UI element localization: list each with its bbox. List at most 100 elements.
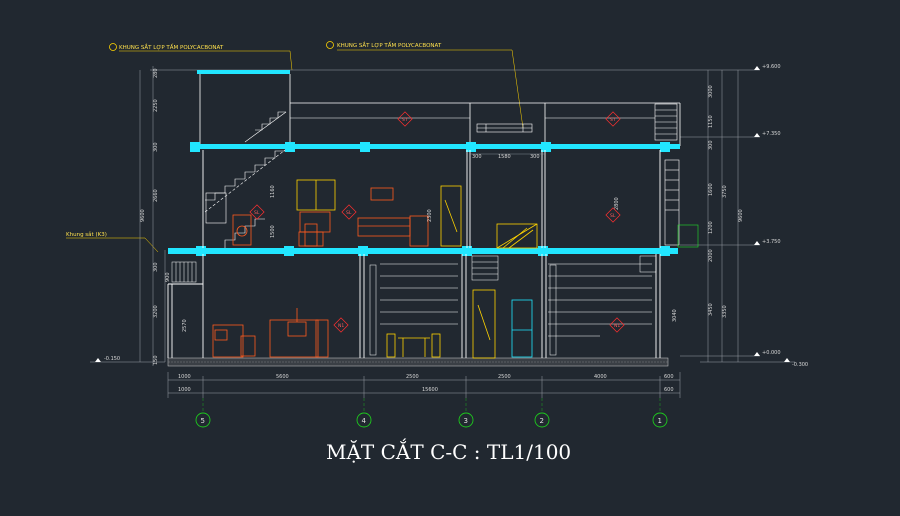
svg-text:4000: 4000 xyxy=(594,374,607,380)
tag-n1-a xyxy=(333,317,349,333)
room-tag-labels: ST ST SL SL SL N1 N1 xyxy=(254,117,620,329)
svg-text:1: 1 xyxy=(658,417,662,425)
ground-dining xyxy=(386,289,533,359)
svg-text:300: 300 xyxy=(472,154,482,160)
tag-sl-c xyxy=(605,207,621,223)
skylight xyxy=(470,123,545,155)
svg-text:3750: 3750 xyxy=(722,185,728,198)
axis-3 xyxy=(458,412,474,428)
bottom-dims: 1000 5600 2500 2500 4000 600 15600 1000 … xyxy=(178,374,674,393)
tag-st-left xyxy=(397,111,413,127)
svg-text:ST: ST xyxy=(610,117,616,123)
axis-4 xyxy=(356,412,372,428)
ground-shelving xyxy=(171,255,657,356)
svg-text:300: 300 xyxy=(153,262,159,272)
svg-text:280: 280 xyxy=(153,68,159,78)
axis-labels: 5 4 3 2 1 xyxy=(201,417,662,425)
svg-text:2570: 2570 xyxy=(182,319,188,332)
svg-text:150: 150 xyxy=(153,355,159,365)
svg-text:2: 2 xyxy=(540,417,544,425)
tag-n1-b xyxy=(609,317,625,333)
callout-roof-left: KHUNG SẮT LỢP TẤM POLYCACBONAT xyxy=(109,43,293,71)
svg-text:600: 600 xyxy=(664,374,674,380)
svg-text:3450: 3450 xyxy=(708,303,714,316)
svg-text:N1: N1 xyxy=(614,323,620,329)
bottom-dim-lines xyxy=(167,372,681,398)
svg-text:3200: 3200 xyxy=(153,305,159,318)
svg-text:2800: 2800 xyxy=(614,197,620,210)
left-total: 9600 xyxy=(140,209,146,222)
svg-text:1500: 1500 xyxy=(270,225,276,238)
tag-sl-b xyxy=(341,204,357,220)
axis-1 xyxy=(652,412,668,428)
svg-text:5: 5 xyxy=(201,417,205,425)
axis-bubbles xyxy=(195,412,668,428)
left-dims: 280 2250 300 2660 300 3200 150 9600 900 … xyxy=(140,68,188,365)
svg-text:4: 4 xyxy=(362,417,367,425)
axis-lines xyxy=(202,398,661,412)
svg-text:1200: 1200 xyxy=(708,221,714,234)
svg-text:2000: 2000 xyxy=(708,249,714,262)
svg-text:3: 3 xyxy=(464,417,468,425)
svg-text:1000: 1000 xyxy=(178,374,191,380)
note-frame: Khung sắt (K3) xyxy=(66,231,107,238)
level-markers xyxy=(95,66,790,362)
slabs xyxy=(168,142,680,256)
svg-text:SL: SL xyxy=(254,210,260,216)
svg-text:1580: 1580 xyxy=(498,154,511,160)
right-total: 9600 xyxy=(738,209,744,222)
walls xyxy=(167,150,661,358)
total-width: 15600 xyxy=(422,387,438,393)
svg-text:N1: N1 xyxy=(338,323,344,329)
svg-text:1150: 1150 xyxy=(708,115,714,128)
level-ground: +0.000 xyxy=(762,350,781,356)
right-dims: 3000 1150 300 1600 1200 2000 3450 9600 3… xyxy=(708,85,744,318)
svg-text:2300: 2300 xyxy=(427,209,433,222)
level-roof: +7.350 xyxy=(762,131,781,137)
tag-st-right xyxy=(605,111,621,127)
svg-text:300: 300 xyxy=(530,154,540,160)
roof-tower xyxy=(197,70,681,146)
tag-sl-a xyxy=(249,204,265,220)
level-floor2: +3.750 xyxy=(762,239,781,245)
svg-text:1160: 1160 xyxy=(270,185,276,198)
ground-strip xyxy=(167,357,669,367)
svg-text:1000: 1000 xyxy=(178,387,191,393)
ground-furniture xyxy=(212,308,329,358)
svg-text:2660: 2660 xyxy=(153,189,159,202)
upper-doors xyxy=(440,185,538,249)
svg-text:1600: 1600 xyxy=(708,183,714,196)
left-dim-chain xyxy=(139,66,166,366)
level-top: +9.600 xyxy=(762,64,781,70)
svg-text:3350: 3350 xyxy=(722,305,728,318)
right-stair xyxy=(654,103,699,248)
svg-text:5600: 5600 xyxy=(276,374,289,380)
svg-text:SL: SL xyxy=(346,210,352,216)
inner-dims: 1580 300 300 2300 2800 1160 1500 3040 xyxy=(270,154,678,322)
svg-text:SL: SL xyxy=(610,213,616,219)
right-dim-chain xyxy=(707,70,739,362)
svg-text:2500: 2500 xyxy=(406,374,419,380)
note-roof-left: KHUNG SẮT LỢP TẤM POLYCACBONAT xyxy=(119,43,224,51)
svg-text:300: 300 xyxy=(708,140,714,150)
callout-frame: Khung sắt (K3) xyxy=(66,231,159,253)
svg-text:300: 300 xyxy=(153,142,159,152)
callout-roof-right: KHUNG SẮT LỢP TẤM POLYCACBONAT xyxy=(326,41,524,129)
note-roof-right: KHUNG SẮT LỢP TẤM POLYCACBONAT xyxy=(337,41,442,49)
level-right-low: -0.300 xyxy=(792,362,808,368)
drawing-title: MẶT CẮT C-C : TL1/100 xyxy=(326,437,571,464)
svg-text:3000: 3000 xyxy=(708,85,714,98)
upper-furniture xyxy=(232,179,429,247)
svg-text:2500: 2500 xyxy=(498,374,511,380)
svg-text:600: 600 xyxy=(664,387,674,393)
svg-text:3040: 3040 xyxy=(672,309,678,322)
svg-text:900: 900 xyxy=(165,272,171,282)
room-tags xyxy=(249,111,625,333)
upper-stair xyxy=(204,111,287,248)
svg-text:ST: ST xyxy=(402,117,408,123)
level-lines xyxy=(90,69,795,363)
svg-text:2250: 2250 xyxy=(153,99,159,112)
axis-5 xyxy=(195,412,211,428)
axis-2 xyxy=(534,412,550,428)
